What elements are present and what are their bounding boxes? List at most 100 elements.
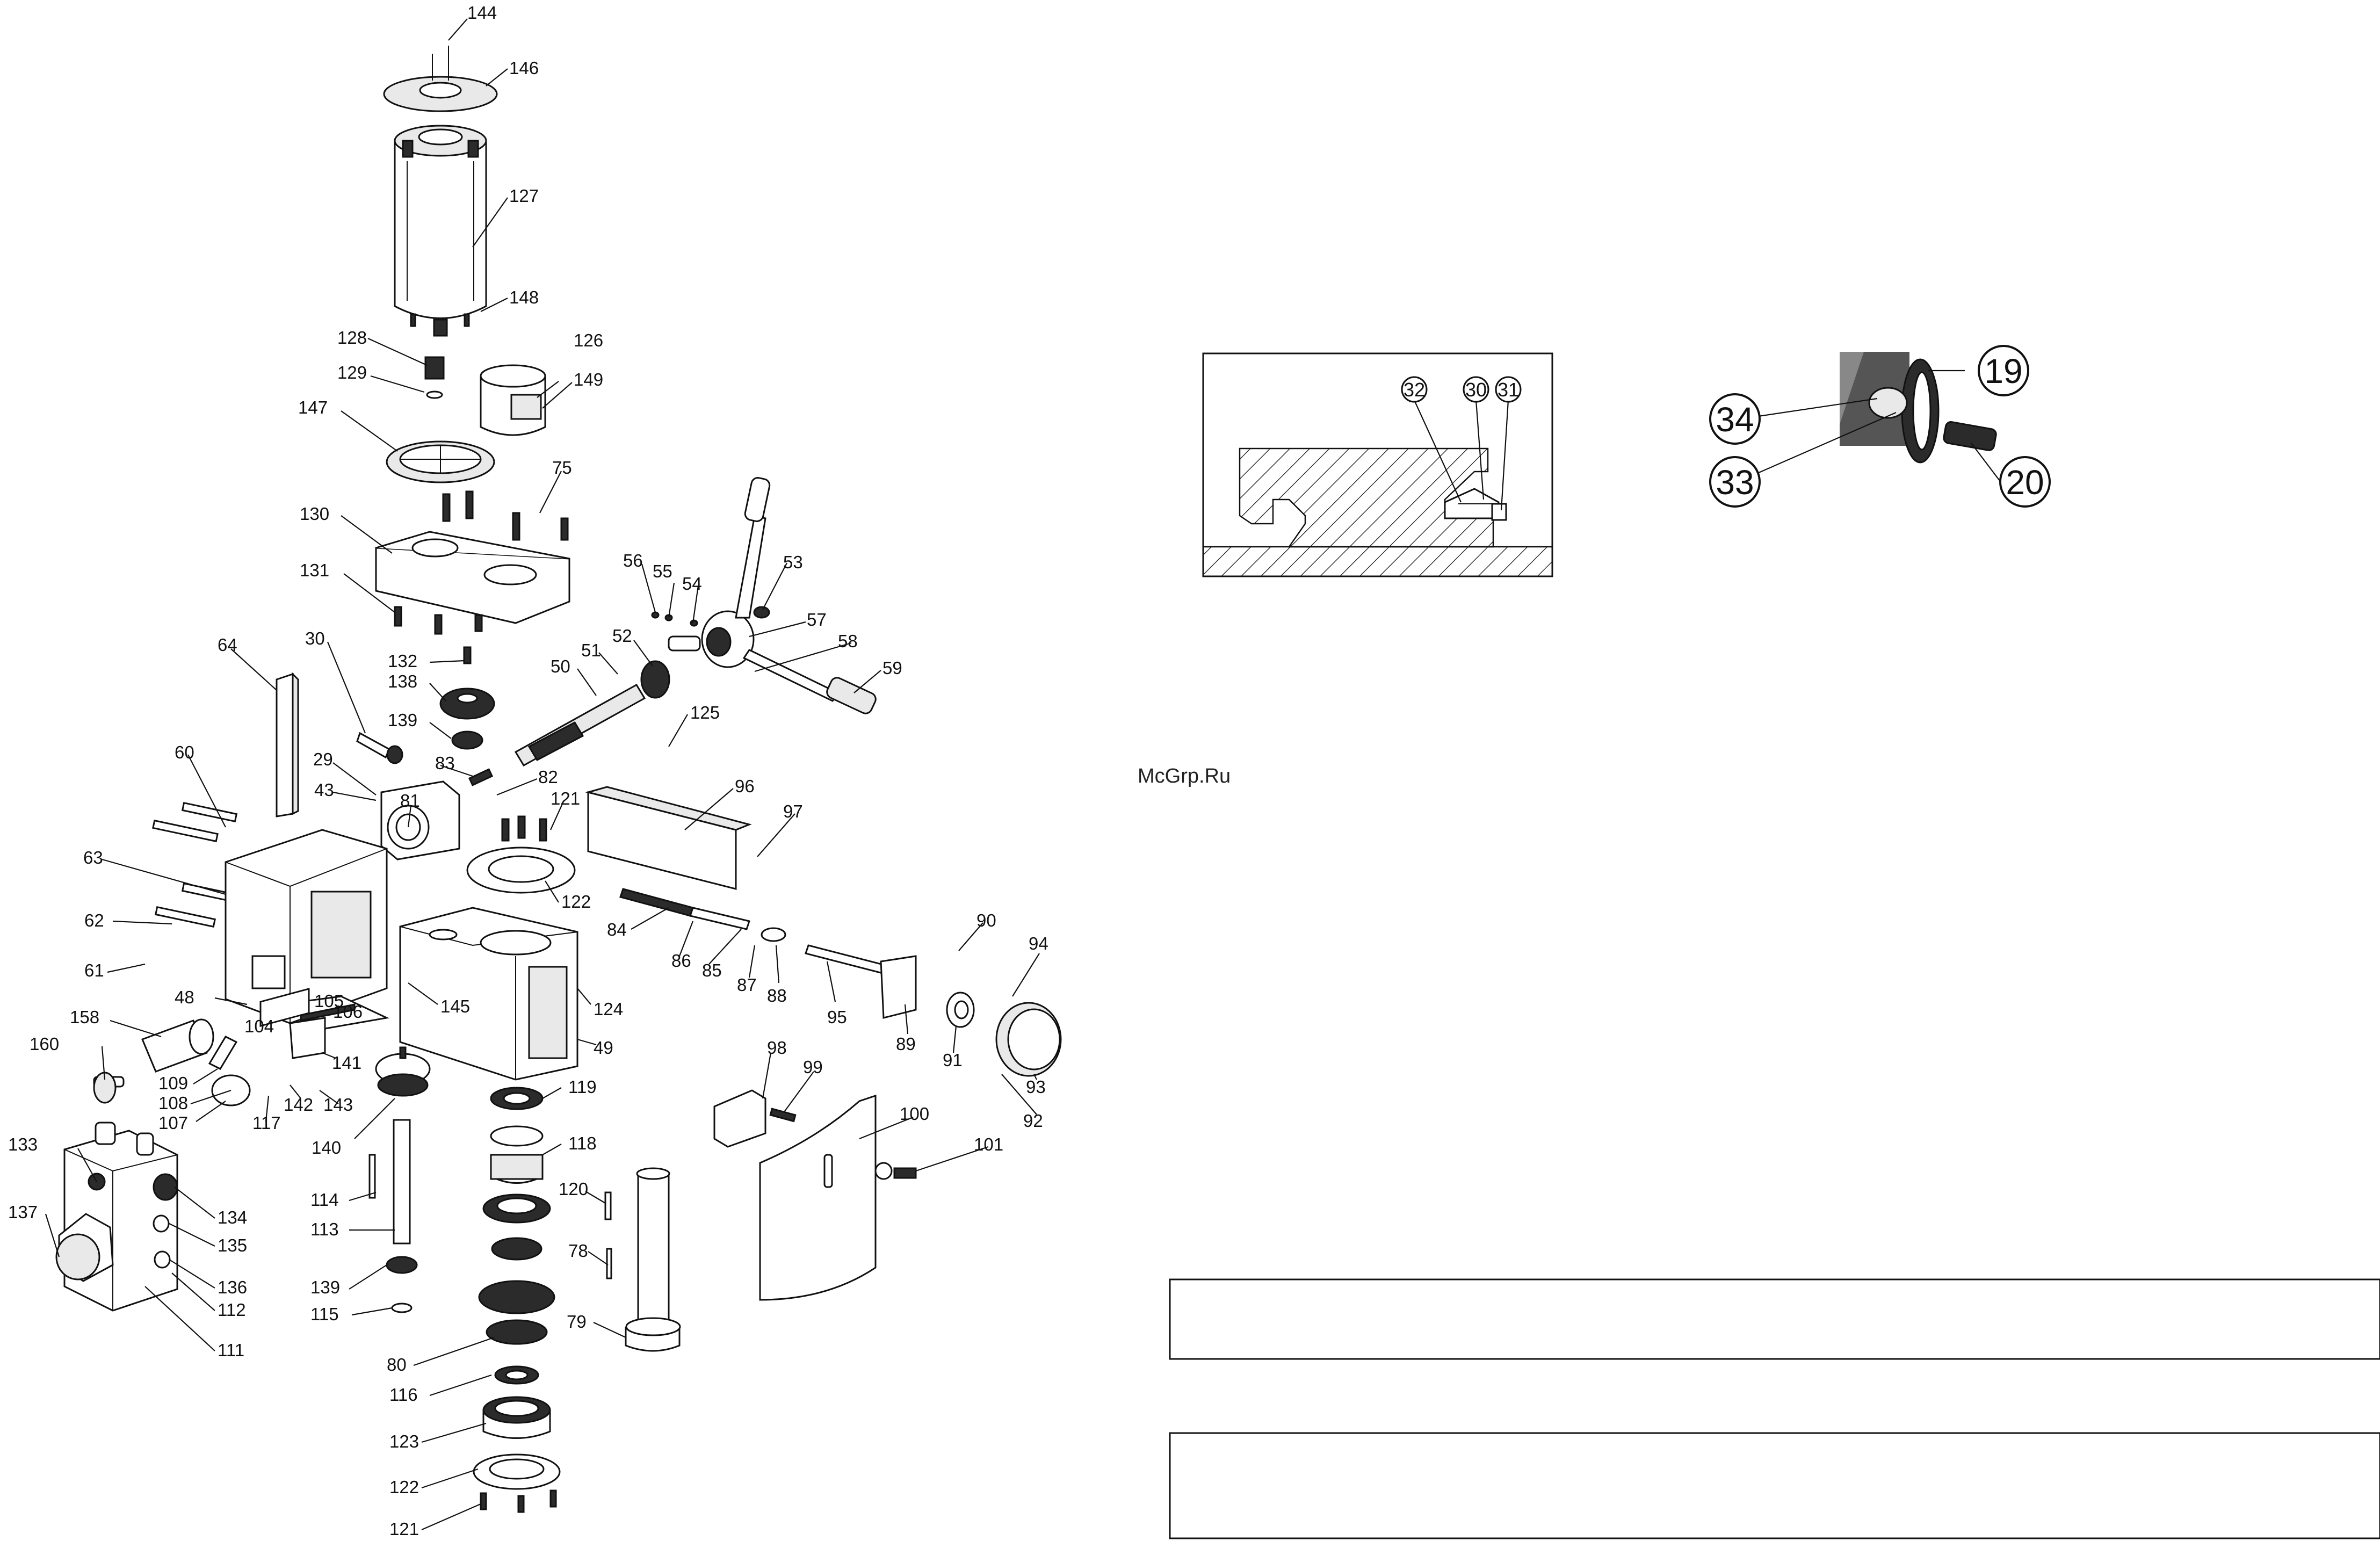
watermark-text: McGrp.Ru (1138, 765, 1231, 787)
callout-132: 132 (388, 651, 417, 671)
cover-96-part (585, 786, 752, 890)
callout-92: 92 (1023, 1111, 1043, 1131)
callout-139b: 139 (310, 1277, 340, 1297)
callout-90: 90 (976, 910, 996, 930)
callout-98: 98 (767, 1038, 787, 1058)
exploded-view-leaders (45, 18, 1040, 1531)
callout-143: 143 (323, 1095, 353, 1115)
callout-52: 52 (612, 626, 632, 646)
bracket-141-part (289, 1003, 356, 1059)
callout-79: 79 (567, 1312, 587, 1332)
callout-101: 101 (974, 1134, 1003, 1154)
callout-78: 78 (568, 1241, 588, 1261)
callout-112: 112 (218, 1300, 246, 1320)
head-block-63-part (225, 829, 388, 1024)
svg-text:33: 33 (1716, 463, 1754, 502)
svg-text:31: 31 (1498, 379, 1519, 401)
callout-104: 104 (244, 1016, 274, 1036)
callout-106: 106 (333, 1002, 363, 1022)
callout-62: 62 (84, 910, 104, 930)
callout-133: 133 (8, 1134, 38, 1154)
callout-147: 147 (298, 397, 328, 417)
callout-114: 114 (310, 1190, 339, 1210)
callout-115: 115 (310, 1304, 339, 1324)
callout-140: 140 (312, 1138, 341, 1158)
callout-137: 137 (8, 1202, 38, 1222)
callout-122a: 122 (561, 892, 591, 912)
gib-callout-32: 32 (1401, 376, 1428, 403)
callout-97: 97 (783, 801, 803, 821)
feed-shaft-part (514, 683, 646, 767)
callout-60: 60 (175, 742, 194, 762)
gear-138-part (439, 646, 495, 750)
callout-91: 91 (943, 1050, 963, 1070)
callout-149: 149 (574, 370, 603, 389)
notice-box-1 (1169, 1278, 2380, 1360)
callout-129: 129 (337, 363, 367, 382)
callout-124: 124 (594, 999, 623, 1019)
screws-131-part (394, 606, 483, 635)
callout-86: 86 (671, 951, 691, 971)
callout-141: 141 (332, 1053, 361, 1073)
exploded-view-callouts: 144 146 127 148 128 129 126 149 147 75 1… (8, 3, 1048, 1539)
notice-box-2 (1169, 1432, 2380, 1539)
callout-135: 135 (218, 1235, 247, 1255)
callout-148: 148 (509, 287, 539, 307)
handwheel-detail: 19 34 33 20 (1709, 345, 2051, 508)
feed-handle-part (640, 477, 877, 714)
callout-81: 81 (400, 791, 420, 811)
dial-knob-part (946, 992, 1062, 1077)
motor-part (394, 125, 487, 337)
callout-107: 107 (158, 1113, 188, 1133)
callout-146: 146 (509, 58, 539, 78)
svg-text:19: 19 (1984, 352, 2022, 390)
gear-housing-block-part (380, 768, 494, 860)
quill-79-part (625, 1167, 681, 1352)
spindle-stack-part (473, 1087, 561, 1513)
callout-61: 61 (84, 960, 104, 980)
callout-108: 108 (158, 1093, 188, 1113)
gib-callout-30: 30 (1463, 376, 1489, 403)
callout-54: 54 (682, 574, 702, 594)
callout-88: 88 (767, 986, 787, 1006)
callout-113: 113 (310, 1219, 339, 1239)
spindle-gear-140-part (375, 1046, 431, 1097)
callout-145: 145 (440, 996, 470, 1016)
cylinder-cover-part (480, 364, 546, 436)
callout-94: 94 (1029, 934, 1048, 953)
callout-144: 144 (467, 3, 497, 23)
end-block-89-part (880, 955, 917, 1019)
handwheel-callout-19: 19 (1978, 345, 2029, 396)
callout-96: 96 (735, 776, 755, 796)
callout-120: 120 (559, 1179, 588, 1199)
callout-138: 138 (388, 671, 417, 691)
lever-assembly-part (208, 988, 310, 1106)
pin-78-part (606, 1248, 612, 1279)
bolts-60-part (152, 801, 238, 928)
callout-82: 82 (538, 767, 558, 787)
exploded-view-diagram: 144 146 127 148 128 129 126 149 147 75 1… (8, 3, 1062, 1539)
callout-136: 136 (218, 1277, 247, 1297)
callout-118: 118 (568, 1133, 597, 1153)
callout-123: 123 (389, 1431, 419, 1451)
flange-122-part (466, 815, 576, 894)
callout-85: 85 (702, 960, 722, 980)
callout-64: 64 (218, 635, 237, 655)
callout-63: 63 (83, 848, 103, 867)
callout-105: 105 (314, 991, 344, 1011)
callout-119: 119 (568, 1077, 597, 1097)
bearing-housing-part (386, 440, 495, 483)
gib-section-detail: 32 30 31 (1202, 352, 1553, 577)
callout-125: 125 (690, 703, 720, 722)
callout-56: 56 (623, 551, 643, 570)
callout-59: 59 (882, 658, 902, 678)
callout-100: 100 (900, 1104, 929, 1124)
svg-text:20: 20 (2006, 463, 2044, 502)
chuck-guard-part (759, 1094, 917, 1301)
callout-142: 142 (284, 1095, 313, 1115)
callout-75: 75 (552, 458, 572, 478)
feed-motor-158-part (93, 1018, 214, 1104)
motor-pinion-part (424, 356, 445, 399)
svg-text:32: 32 (1404, 379, 1425, 401)
